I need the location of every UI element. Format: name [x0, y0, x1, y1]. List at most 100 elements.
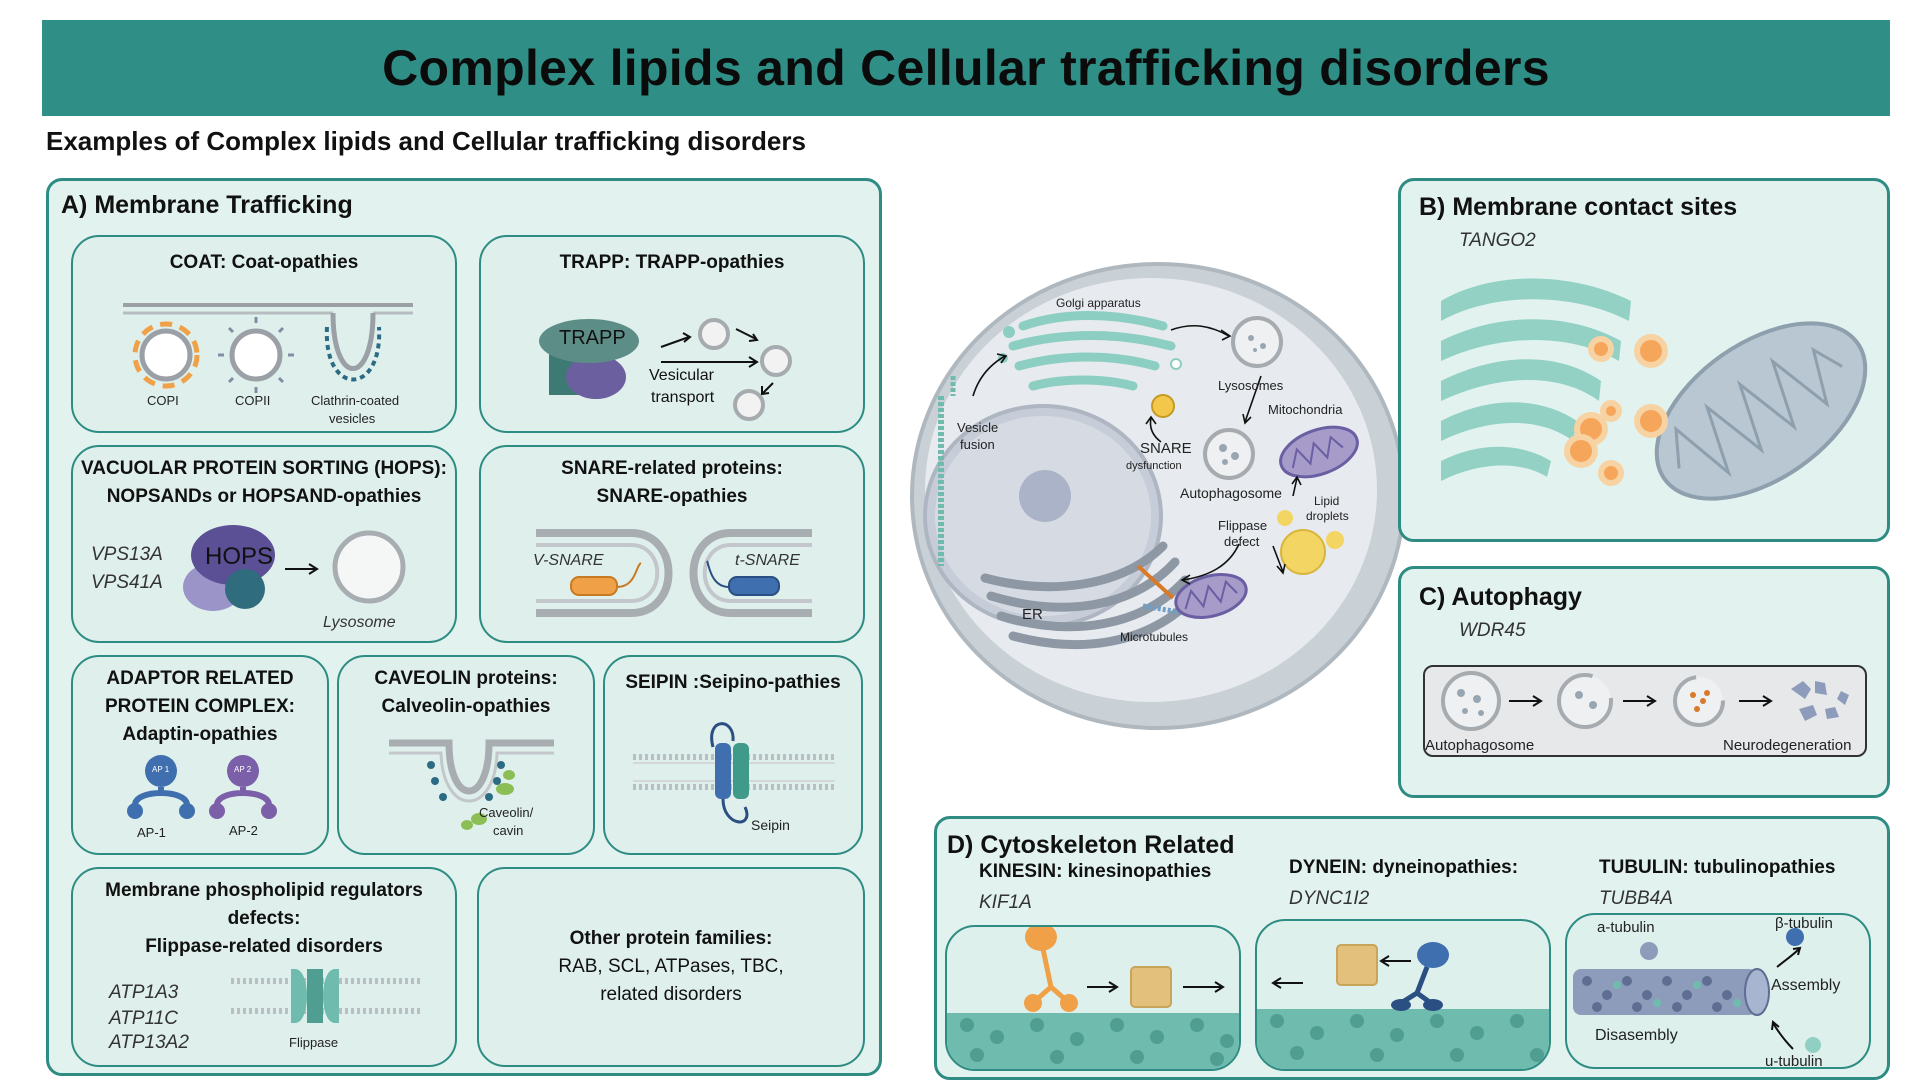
seipin-title: SEIPIN :Seipino-pathies — [625, 672, 841, 693]
flippase-defect-1: Flippase — [1218, 518, 1268, 533]
tubulin-title: TUBULIN: tubulinopathies — [1599, 857, 1836, 878]
page-title: Complex lipids and Cellular trafficking … — [382, 40, 1550, 96]
autophagy-illustration — [1441, 671, 1849, 731]
dynein-cargo — [1336, 944, 1378, 986]
hops-protein — [191, 525, 275, 585]
er-label: ER — [1022, 606, 1043, 623]
u-tubulin-label: u-tubulin — [1765, 1053, 1823, 1069]
title-banner: Complex lipids and Cellular trafficking … — [42, 20, 1890, 116]
ap2-label: AP-2 — [229, 823, 258, 838]
autophagosome-label: Autophagosome — [1180, 485, 1282, 501]
dynein-title: DYNEIN: dyneinopathies: — [1289, 857, 1519, 878]
flippase-illustration — [231, 969, 423, 1023]
kinesin-title: KINESIN: kinesinopathies — [979, 861, 1212, 882]
tubulin-gene: TUBB4A — [1599, 888, 1673, 909]
ap1-label: AP-1 — [137, 825, 166, 840]
dynein-gene: DYNC1I2 — [1289, 888, 1370, 909]
hops-gene-1: VPS13A — [91, 544, 163, 565]
b-tubulin — [1786, 928, 1804, 946]
seipin-label: Seipin — [751, 817, 790, 833]
clathrin-pit — [330, 312, 376, 371]
ap1-icon — [145, 755, 177, 787]
autophagosome-cell — [1203, 428, 1255, 480]
phospholipid-box: Membrane phospholipid regulators defects… — [71, 867, 457, 1067]
trapp-illustration — [539, 318, 792, 421]
seipin-protein — [715, 743, 731, 799]
cell-illustration — [910, 262, 1406, 730]
adaptor-box: ADAPTOR RELATED PROTEIN COMPLEX: Adaptin… — [71, 655, 329, 855]
panel-a-title: A) Membrane Trafficking — [61, 191, 353, 219]
kinesin-cargo — [1130, 966, 1172, 1008]
adaptor-title-2: PROTEIN COMPLEX: — [104, 696, 295, 717]
other-line-2: related disorders — [600, 984, 742, 1005]
hops-title-2: NOPSANDs or HOPSAND-opathies — [106, 486, 422, 507]
disassembly-label: Disasembly — [1595, 1027, 1678, 1044]
tubulin-illustration — [1573, 928, 1821, 1053]
trapp-protein-label: TRAPP — [559, 327, 626, 349]
trapp-box: TRAPP: TRAPP-opathies TRAPP Vesicular tr… — [479, 235, 865, 433]
hops-title-1: VACUOLAR PROTEIN SORTING (HOPS): — [81, 458, 447, 479]
lipid-label-2: droplets — [1306, 509, 1349, 523]
copi-vesicle — [139, 328, 193, 382]
vesicular-label: Vesicular — [649, 367, 714, 384]
v-snare — [570, 576, 618, 596]
caveolin-title-2: Calveolin-opathies — [381, 696, 551, 717]
panel-d-title: D) Cytoskeleton Related — [947, 831, 1235, 859]
mitochondria-label: Mitochondria — [1268, 402, 1343, 417]
snare-illustration — [536, 529, 812, 617]
adaptor-title-3: Adaptin-opathies — [122, 724, 278, 745]
vesicle-label-1: Vesicle — [957, 420, 999, 435]
clathrin-label-2: vesicles — [329, 411, 376, 426]
lipid-label-1: Lipid — [1314, 494, 1340, 508]
hops-illustration — [183, 525, 406, 611]
seipin-box: SEIPIN :Seipino-pathies Seipin — [603, 655, 863, 855]
adaptor-illustration — [127, 755, 277, 819]
ap1-mark: AP 1 — [152, 765, 170, 774]
kinesin-motor — [1025, 927, 1057, 951]
mitochondria-cell — [1279, 425, 1359, 479]
adaptor-title-1: ADAPTOR RELATED — [106, 668, 294, 689]
snare-label-1: SNARE — [1140, 440, 1192, 457]
other-box: Other protein families: RAB, SCL, ATPase… — [477, 867, 865, 1067]
hops-box: VACUOLAR PROTEIN SORTING (HOPS): NOPSAND… — [71, 445, 457, 643]
coat-illustration — [123, 303, 413, 393]
transport-label: transport — [651, 389, 715, 406]
phospho-title-2: defects: — [227, 908, 301, 929]
phospho-gene-2: ATP11C — [109, 1008, 178, 1029]
kinesin-illustration — [947, 927, 1239, 1069]
golgi-label: Golgi apparatus — [1056, 296, 1141, 310]
dynein-illustration — [1257, 942, 1549, 1069]
ap2-icon — [227, 755, 259, 787]
t-snare-label: t-SNARE — [735, 552, 800, 569]
lysosomes-label: Lysosomes — [1218, 378, 1284, 393]
other-title: Other protein families: — [569, 928, 773, 949]
panel-b-gene: TANGO2 — [1459, 230, 1536, 251]
snare-title-1: SNARE-related proteins: — [561, 458, 783, 479]
tubulin-box: a-tubulin β-tubulin Assembly Disasembly … — [1565, 913, 1871, 1069]
autophagosome-strip-label: Autophagosome — [1425, 737, 1535, 754]
vesicle-label-2: fusion — [960, 437, 995, 452]
panel-c-gene: WDR45 — [1459, 620, 1526, 641]
microtubules-label: Microtubules — [1120, 630, 1189, 644]
assembly-label: Assembly — [1771, 977, 1841, 994]
ap2-mark: AP 2 — [234, 765, 252, 774]
caveolin-box: CAVEOLIN proteins: Calveolin-opathies Ca… — [337, 655, 595, 855]
copii-vesicle — [229, 328, 283, 382]
panel-c-title: C) Autophagy — [1419, 583, 1582, 611]
lipid-droplet — [1280, 529, 1326, 575]
phospho-title-1: Membrane phospholipid regulators — [105, 880, 423, 901]
a-tubulin-label: a-tubulin — [1597, 919, 1655, 936]
other-line-1: RAB, SCL, ATPases, TBC, — [558, 956, 784, 977]
panel-b-title: B) Membrane contact sites — [1419, 193, 1738, 221]
seipin-illustration — [633, 722, 835, 824]
coat-box: COAT: Coat-opathies COPI COPII Clathrin-… — [71, 235, 457, 433]
panel-autophagy: C) Autophagy WDR45 Autophagosome Neurode… — [1398, 566, 1890, 798]
b-tubulin-label: β-tubulin — [1775, 915, 1833, 932]
hops-protein-label: HOPS — [205, 543, 274, 570]
caveolin-title-1: CAVEOLIN proteins: — [374, 668, 558, 689]
lysosome-label: Lysosome — [323, 614, 396, 631]
lysosome-circle — [332, 530, 406, 604]
golgi — [1008, 311, 1176, 391]
kinesin-gene: KIF1A — [979, 892, 1032, 913]
copii-label: COPII — [235, 393, 271, 408]
